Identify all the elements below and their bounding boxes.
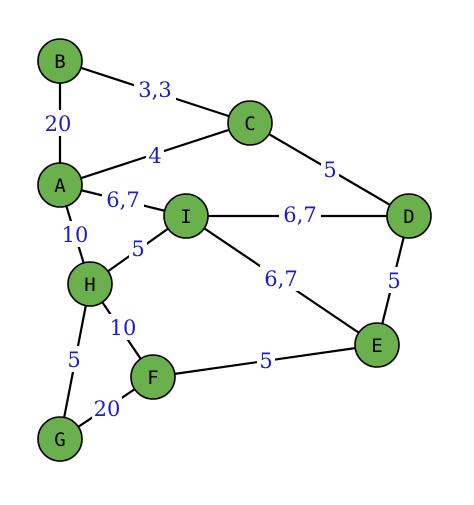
edge-weight-f-e: 5 [259, 349, 272, 373]
node-label: C [244, 113, 255, 135]
node-a: A [37, 162, 83, 208]
node-d: D [386, 193, 432, 239]
edge-weight-background [260, 265, 302, 291]
edge-weight-background [257, 347, 275, 373]
edge-weight-background [146, 142, 164, 168]
edge-weight-a-c: 4 [148, 144, 161, 168]
edge-weight-a-h: 10 [62, 223, 89, 247]
edge-weight-h-g: 5 [67, 348, 80, 372]
node-b: B [37, 38, 83, 84]
node-f: F [130, 354, 176, 400]
node-circle [227, 100, 273, 146]
edge-weight-background [279, 201, 321, 227]
edge-weight-background [92, 395, 122, 421]
edge-weight-d-e: 5 [387, 269, 400, 293]
node-circle [37, 38, 83, 84]
edge-weight-background [134, 76, 176, 102]
edge-weight-h-i: 5 [131, 237, 144, 261]
node-circle [37, 416, 83, 462]
node-label: G [54, 429, 65, 451]
edge-weight-a-i: 6,7 [106, 188, 139, 212]
edge-weight-background [321, 156, 339, 182]
edge-weight-b-a: 20 [45, 112, 72, 136]
edge-weight-i-e: 6,7 [264, 267, 297, 291]
node-label: I [180, 206, 191, 228]
edge-weight-background [129, 235, 147, 261]
edge-weight-i-d: 6,7 [283, 203, 316, 227]
edge-weight-h-f: 10 [110, 316, 137, 340]
edge-weight-background [60, 221, 90, 247]
edge-weight-background [108, 314, 138, 340]
node-label: H [84, 274, 95, 296]
node-layer: B C A I D H E F G [37, 38, 432, 462]
weight-layer: 3,3 20 4 5 6,7 6,7 10 5 6,7 5 10 5 5 20 [43, 76, 403, 421]
node-circle [130, 354, 176, 400]
node-circle [386, 193, 432, 239]
node-e: E [354, 322, 400, 368]
edge-weight-c-d: 5 [323, 158, 336, 182]
edge-weight-background [65, 346, 83, 372]
node-c: C [227, 100, 273, 146]
node-label: E [371, 335, 382, 357]
edge-weight-background [385, 267, 403, 293]
edge-weight-b-c: 3,3 [138, 78, 171, 102]
node-label: F [147, 367, 158, 389]
node-i: I [163, 193, 209, 239]
node-label: B [54, 51, 65, 73]
node-circle [67, 261, 113, 307]
node-label: D [403, 206, 414, 228]
node-label: A [54, 175, 66, 197]
node-circle [354, 322, 400, 368]
node-h: H [67, 261, 113, 307]
edge-weight-background [43, 110, 73, 136]
edge-weight-g-f: 20 [94, 397, 121, 421]
node-circle [163, 193, 209, 239]
node-g: G [37, 416, 83, 462]
edge-weight-background [102, 186, 144, 212]
node-circle [37, 162, 83, 208]
